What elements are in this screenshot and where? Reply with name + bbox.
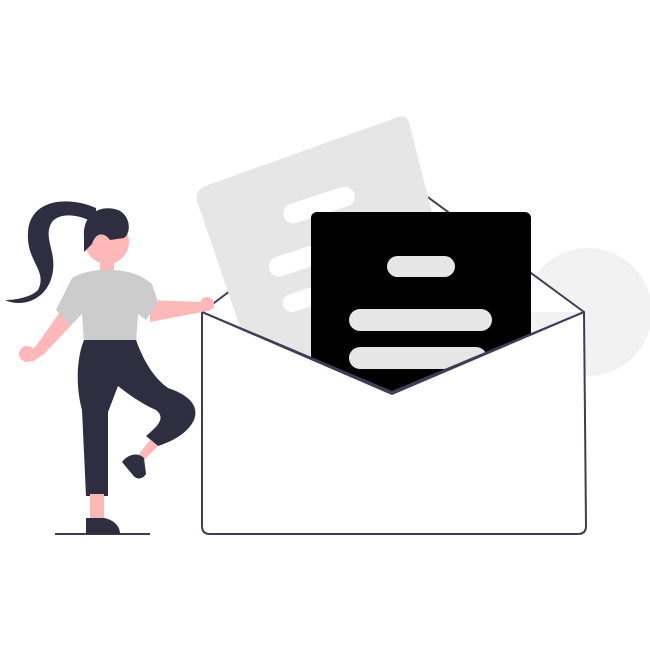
hair-top	[83, 208, 129, 252]
letter-back-line	[283, 186, 355, 224]
right-arm	[150, 298, 214, 322]
letter-front-line-1	[387, 256, 455, 277]
envelope-body	[201, 311, 587, 535]
shirt	[56, 270, 158, 344]
letter-front-line-2	[349, 309, 492, 331]
standing-shoe	[86, 518, 120, 534]
envelope-front-flap	[201, 311, 585, 395]
pants	[77, 340, 196, 496]
standing-ankle	[90, 494, 104, 520]
left-hand	[19, 346, 35, 362]
woman-figure	[5, 201, 214, 534]
letter-front-line-3	[349, 347, 487, 369]
raised-shoe	[122, 454, 146, 479]
letter-front	[311, 212, 531, 402]
hair-ponytail	[5, 201, 96, 303]
right-hand	[200, 297, 214, 311]
